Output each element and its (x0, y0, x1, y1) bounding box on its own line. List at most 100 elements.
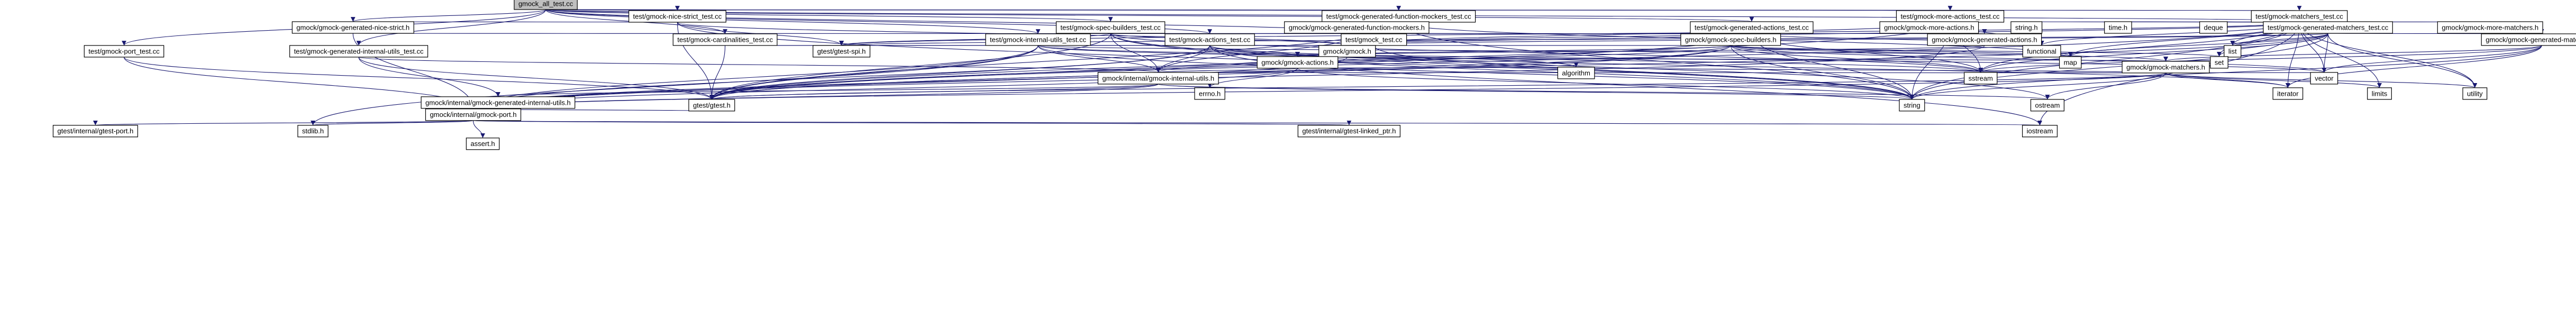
edge-gen-matchers-test-to-utility (2327, 33, 2478, 88)
node-ostream[interactable]: ostream (2030, 99, 2065, 112)
node-box (84, 45, 165, 58)
node-string-h[interactable]: string.h (2010, 21, 2043, 34)
node-label: gmock/gmock-spec-builders.h (1685, 35, 1777, 43)
node-deque[interactable]: deque (2199, 21, 2228, 34)
node-label: test/gmock-generated-function-mockers_te… (1326, 12, 1471, 20)
node-label: list (2228, 47, 2237, 55)
node-string[interactable]: string (1899, 99, 1925, 112)
node-map[interactable]: map (2059, 56, 2082, 69)
node-gmock-h[interactable]: gmock/gmock.h (1318, 45, 1376, 58)
node-gen-internal-utils-h[interactable]: gmock/internal/gmock-generated-internal-… (421, 96, 576, 109)
node-box (1194, 87, 1225, 100)
node-label: gmock/internal/gmock-port.h (430, 111, 516, 119)
edge-spec-builders-h-to-set (1730, 45, 2222, 57)
edge-actions-test-to-iterator (1209, 45, 2290, 88)
node-gen-actions-test[interactable]: test/gmock-generated-actions_test.cc (1690, 21, 1814, 34)
node-gen-function-mockers-h[interactable]: gmock/gmock-generated-function-mockers.h (1284, 21, 1430, 34)
node-box (421, 96, 576, 109)
node-box (1927, 33, 2042, 46)
node-port-h[interactable]: gmock/internal/gmock-port.h (425, 108, 522, 121)
node-label: string (1904, 101, 1920, 109)
node-gtest-linked-ptr-h[interactable]: gtest/internal/gtest-linked_ptr.h (1297, 125, 1401, 138)
node-label: test/gmock-more-actions_test.cc (1900, 12, 2000, 20)
node-gtest-port-h[interactable]: gtest/internal/gtest-port.h (52, 125, 138, 138)
edge-internal-utils-test-to-gtest-h (709, 45, 1039, 99)
node-nice-strict-test[interactable]: test/gmock-nice-strict_test.cc (628, 10, 726, 23)
edge-port-h-to-assert-h (472, 120, 485, 138)
edge-port-h-to-stdlib-h (311, 120, 474, 126)
node-box (2481, 33, 2576, 46)
node-limits[interactable]: limits (2367, 87, 2392, 100)
edge-gen-matchers-h-to-vector (2322, 45, 2542, 73)
edge-matchers-h-to-ostream (2045, 72, 2167, 100)
edge-matchers-test-to-gtest-h (709, 22, 2300, 99)
node-more-actions-h[interactable]: gmock/gmock-more-actions.h (1879, 21, 1979, 34)
node-box (1680, 33, 1781, 46)
node-iostream[interactable]: iostream (2022, 125, 2058, 138)
edge-gen-matchers-test-to-vector (2322, 33, 2328, 72)
node-cardinalities-test[interactable]: test/gmock-cardinalities_test.cc (672, 33, 778, 46)
node-errno-h[interactable]: errno.h (1194, 87, 1225, 100)
node-label: vector (2315, 74, 2334, 82)
edge-gen-internal-utils-test-to-gtest-h (358, 57, 714, 99)
node-set[interactable]: set (2210, 56, 2228, 69)
node-label: gmock/gmock-actions.h (1261, 58, 1334, 66)
node-label: string.h (2015, 23, 2038, 31)
node-box (2030, 99, 2065, 112)
node-label: gmock/gmock-more-matchers.h (2442, 23, 2538, 31)
node-port-test[interactable]: test/gmock-port_test.cc (84, 45, 165, 58)
node-label: test/gmock-port_test.cc (88, 47, 160, 55)
node-box (2022, 125, 2058, 138)
node-stdlib-h[interactable]: stdlib.h (297, 125, 329, 138)
node-box (514, 0, 578, 10)
node-label: gmock/gmock-generated-nice-strict.h (296, 23, 409, 31)
node-gen-matchers-test[interactable]: test/gmock-generated-matchers_test.cc (2263, 21, 2393, 34)
node-spec-builders-test[interactable]: test/gmock-spec-builders_test.cc (1055, 21, 1166, 34)
edge-matchers-test-to-utility (2299, 22, 2478, 88)
node-label: iterator (2277, 89, 2299, 97)
node-box (2210, 56, 2228, 69)
node-label: gtest/internal/gtest-linked_ptr.h (1302, 127, 1396, 135)
node-gmock-test[interactable]: test/gmock_test.cc (1341, 33, 1407, 46)
node-label: gmock/gmock-generated-actions.h (1932, 35, 2037, 43)
node-internal-utils-h[interactable]: gmock/internal/gmock-internal-utils.h (1097, 72, 1219, 85)
node-actions-h[interactable]: gmock/gmock-actions.h (1257, 56, 1339, 69)
node-gen-actions-h[interactable]: gmock/gmock-generated-actions.h (1927, 33, 2042, 46)
node-matchers-test[interactable]: test/gmock-matchers_test.cc (2251, 10, 2348, 23)
node-vector[interactable]: vector (2310, 72, 2338, 85)
node-gtest-h[interactable]: gtest/gtest.h (688, 99, 735, 112)
node-assert-h[interactable]: assert.h (466, 138, 500, 150)
node-actions-test[interactable]: test/gmock-actions_test.cc (1164, 33, 1255, 46)
node-gen-internal-utils-test[interactable]: test/gmock-generated-internal-utils_test… (289, 45, 429, 58)
edge-port-test-to-port-h (123, 57, 476, 109)
node-label: ostream (2035, 101, 2060, 109)
node-gen-matchers-h[interactable]: gmock/gmock-generated-matchers.h (2481, 33, 2576, 46)
node-algorithm[interactable]: algorithm (1557, 67, 1595, 79)
node-label: gmock/gmock-more-actions.h (1884, 23, 1974, 31)
edge-port-h-to-iostream (472, 120, 2041, 126)
node-time-h[interactable]: time.h (2104, 21, 2132, 34)
node-functional[interactable]: functional (2022, 45, 2061, 58)
node-gen-function-mockers-test[interactable]: test/gmock-generated-function-mockers_te… (1322, 10, 1476, 23)
edge-actions-h-to-errno-h (1207, 68, 1298, 88)
node-gtest-spi-h[interactable]: gtest/gtest-spi.h (813, 45, 871, 58)
node-label: errno.h (1199, 89, 1221, 97)
node-iterator[interactable]: iterator (2272, 87, 2304, 100)
node-label: set (2215, 58, 2224, 66)
node-label: gmock/gmock.h (1323, 47, 1371, 55)
edge-root-to-matchers-test (545, 7, 2300, 12)
node-spec-builders-h[interactable]: gmock/gmock-spec-builders.h (1680, 33, 1781, 46)
node-box (1964, 72, 1998, 85)
node-more-actions-test[interactable]: test/gmock-more-actions_test.cc (1896, 10, 2005, 23)
node-list[interactable]: list (2224, 45, 2242, 58)
node-utility[interactable]: utility (2462, 87, 2488, 100)
node-matchers-h[interactable]: gmock/gmock-matchers.h (2122, 61, 2210, 74)
node-root[interactable]: gmock_all_test.cc (514, 0, 578, 10)
node-more-matchers-h[interactable]: gmock/gmock-more-matchers.h (2437, 21, 2543, 34)
edge-internal-utils-h-to-string (1158, 84, 1914, 100)
node-sstream[interactable]: sstream (1964, 72, 1998, 85)
node-box (1899, 99, 1925, 112)
node-internal-utils-test[interactable]: test/gmock-internal-utils_test.cc (985, 33, 1091, 46)
node-gen-nice-strict-h[interactable]: gmock/gmock-generated-nice-strict.h (292, 21, 414, 34)
edge-matchers-h-to-string (1909, 72, 2167, 100)
